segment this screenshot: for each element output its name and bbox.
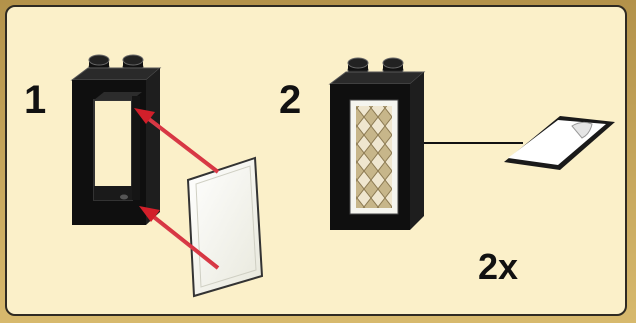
window-glass-pane-icon — [186, 156, 264, 298]
assembly-arrow-icon — [134, 108, 220, 270]
step-2-number: 2 — [279, 78, 302, 122]
sticker-sheet-icon — [504, 116, 615, 170]
window-lattice-brick-icon — [328, 57, 426, 230]
window-frame-brick-icon — [70, 54, 162, 225]
step-1-number: 1 — [24, 78, 47, 122]
step-2-quantity: 2x — [478, 246, 519, 287]
